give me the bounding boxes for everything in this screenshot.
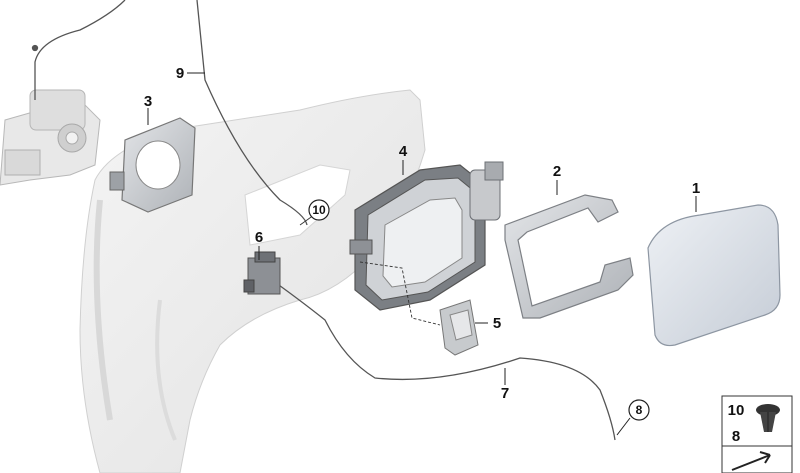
part-3-bezel (109, 117, 196, 213)
part-1-cap (647, 204, 781, 347)
legend-label-8: 8 (732, 428, 740, 445)
actuator-assembly (0, 89, 101, 186)
callout-3: 3 (144, 93, 152, 110)
callout-1: 1 (692, 180, 700, 197)
callout-8-circled: 8 (628, 399, 650, 421)
callout-9: 9 (176, 65, 184, 82)
clip-rivet-icon (756, 404, 780, 432)
callout-6: 6 (255, 229, 263, 246)
callout-5: 5 (493, 315, 501, 332)
callout-4: 4 (399, 143, 408, 160)
solid-leaders (147, 72, 697, 436)
part-5-clip (439, 299, 479, 356)
callout-10-circled: 10 (308, 199, 330, 221)
callout-10: 10 (312, 203, 326, 217)
part-4-housing (349, 161, 504, 311)
legend-label-10: 10 (728, 402, 745, 419)
cables (31, 0, 616, 441)
part-6-latch (243, 251, 281, 295)
callout-8: 8 (636, 403, 643, 417)
callout-7: 7 (501, 385, 509, 402)
legend-box: 10 8 (721, 395, 793, 473)
callout-2: 2 (553, 163, 561, 180)
part-2-gasket (504, 194, 634, 319)
arrow-icon (731, 451, 771, 471)
